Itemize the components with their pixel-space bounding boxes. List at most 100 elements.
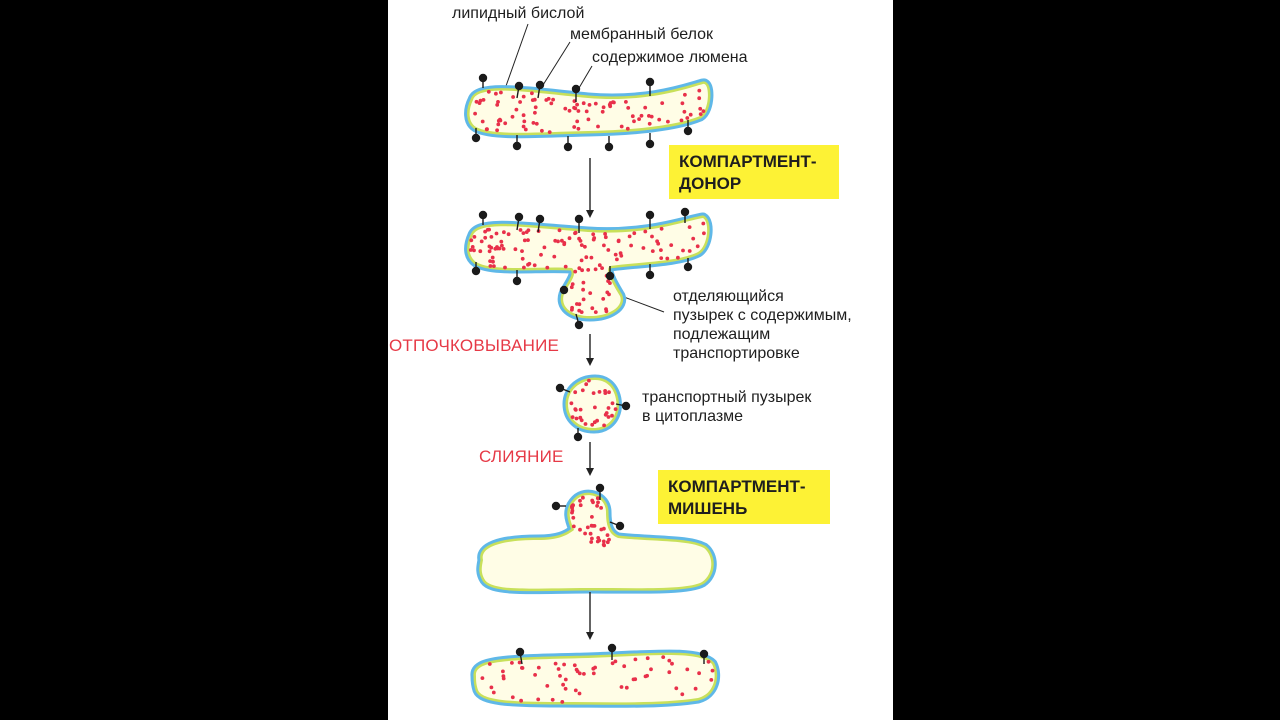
cargo-dot (520, 256, 525, 261)
cargo-dot (491, 259, 495, 264)
cargo-dot (599, 506, 603, 510)
cargo-dot (709, 678, 714, 682)
cargo-dot (496, 122, 501, 127)
cargo-dot (578, 503, 583, 508)
cargo-dot (697, 88, 702, 93)
cargo-dot (539, 252, 543, 257)
cargo-dot (685, 116, 690, 120)
cargo-dot (632, 231, 637, 236)
cargo-dot (469, 238, 474, 243)
cargo-dot (606, 279, 610, 283)
donor-title-line2: ДОНОР (679, 174, 742, 193)
cargo-dot (591, 524, 595, 528)
cargo-dot (616, 239, 621, 244)
cargo-dot (591, 666, 596, 671)
cargo-dot (592, 236, 597, 240)
cargo-dot (473, 111, 477, 116)
cargo-dot (570, 282, 575, 286)
cargo-dot (578, 407, 583, 412)
cargo-dot (551, 97, 555, 102)
cargo-dot (579, 258, 584, 263)
cargo-dot (495, 128, 499, 133)
cargo-dot (570, 510, 574, 515)
cargo-dot (488, 259, 492, 263)
cargo-dot (647, 114, 651, 118)
cargo-dot (615, 257, 619, 262)
cargo-dot (498, 117, 502, 122)
cargo-dot (570, 415, 575, 419)
cargo-dot (521, 231, 526, 236)
cargo-dot (501, 676, 506, 681)
cargo-dot (490, 255, 495, 260)
cargo-dot (487, 249, 492, 254)
cargo-dot (645, 673, 649, 678)
cargo-dot (561, 682, 565, 687)
cargo-dot (590, 515, 594, 519)
cargo-dot (532, 97, 537, 102)
arrow-head (586, 468, 594, 476)
donor-title-line1: КОМПАРТМЕНТ- (679, 152, 817, 171)
cargo-dot (619, 253, 624, 258)
cargo-dot (521, 113, 526, 118)
membrane-protein (574, 320, 584, 330)
cargo-dot (577, 236, 581, 241)
cargo-dot (632, 119, 636, 124)
arrow-down (586, 592, 594, 640)
cargo-dot (613, 659, 618, 664)
cargo-dot (595, 496, 600, 501)
lumen-fill (469, 218, 708, 316)
cargo-dot (610, 661, 615, 666)
cargo-dot (502, 230, 506, 235)
cargo-dot (547, 130, 552, 135)
cargo-dot (511, 95, 515, 99)
membrane-protein (683, 126, 693, 136)
cargo-dot (633, 657, 638, 662)
cargo-dot (637, 117, 641, 121)
cargo-dot (590, 422, 595, 427)
cargo-dot (540, 128, 544, 133)
cargo-dot (607, 390, 611, 395)
cargo-dot (602, 423, 606, 428)
budding-line2: пузырек с содержимым, (673, 307, 852, 324)
cargo-dot (571, 524, 576, 529)
cargo-dot (624, 685, 629, 690)
cargo-dot (649, 667, 653, 672)
cargo-dot (610, 413, 614, 418)
cargo-dot (687, 225, 692, 230)
cargo-dot (526, 238, 530, 243)
cargo-dot (575, 119, 580, 124)
membrane-protein (478, 210, 488, 220)
cargo-dot (701, 221, 706, 226)
membrane-protein (555, 383, 565, 393)
cargo-dot (622, 664, 627, 669)
membrane-protein (559, 285, 569, 295)
cargo-dot (468, 248, 473, 252)
cargo-dot (597, 263, 602, 268)
cargo-dot (486, 89, 491, 94)
target-title-line1: КОМПАРТМЕНТ- (668, 477, 806, 496)
cargo-dot (710, 668, 715, 673)
cargo-dot (526, 228, 531, 233)
cargo-dot (697, 96, 702, 101)
membrane-protein (699, 649, 709, 659)
cargo-dot (556, 239, 560, 244)
cargo-dot (583, 531, 587, 536)
cargo-dot (683, 92, 687, 97)
cargo-dot (606, 415, 611, 419)
cargo-dot (595, 418, 599, 423)
cargo-dot (489, 235, 494, 239)
cargo-dot (586, 117, 591, 122)
cargo-dot (489, 245, 494, 250)
cargo-dot (520, 249, 524, 254)
cargo-dot (562, 241, 567, 245)
cargo-dot (533, 105, 538, 110)
cargo-dot (659, 256, 664, 260)
cargo-dot (693, 686, 698, 691)
cargo-dot (570, 505, 575, 510)
membrane-protein (535, 80, 545, 90)
cargo-dot (596, 500, 600, 505)
cargo-dot (523, 127, 528, 132)
cargo-dot (558, 674, 562, 678)
membrane-protein (680, 207, 690, 217)
cargo-dot (660, 101, 665, 105)
